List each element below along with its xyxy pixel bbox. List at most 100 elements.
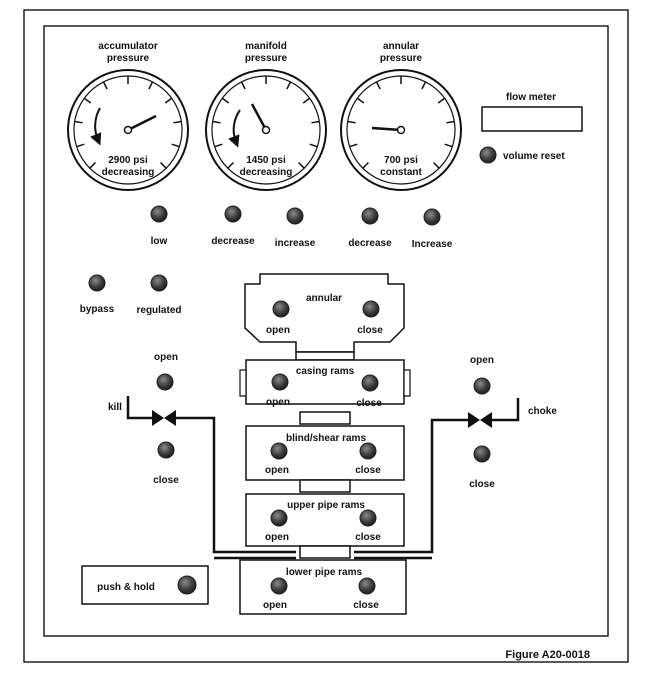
gauge-ticks [212, 76, 320, 169]
manifold-increase-label: increase [275, 238, 316, 249]
low-button[interactable] [150, 205, 168, 223]
stack-name-casing: casing rams [296, 366, 355, 377]
figure-label: Figure A20-0018 [505, 649, 590, 661]
kill-line-pipe [176, 416, 296, 554]
gauge-trend: constant [380, 167, 422, 178]
lower-pipe-rams-body [239, 559, 407, 615]
gauge-trend: decreasing [102, 167, 155, 178]
casing-rams-close-button[interactable] [361, 374, 379, 392]
stack-name-annular: annular [306, 293, 342, 304]
kill-close-button[interactable] [157, 441, 175, 459]
gauge-pivot [396, 125, 406, 135]
upper-pipe-open-button[interactable] [270, 509, 288, 527]
casing-rams-close-label: close [356, 398, 382, 409]
volume-reset-label: volume reset [503, 151, 565, 162]
gauge-needle [127, 114, 157, 132]
choke-close-label: close [469, 479, 495, 490]
upper-pipe-open-label: open [265, 532, 289, 543]
blind-shear-open-label: open [265, 465, 289, 476]
gauge-pivot [261, 125, 271, 135]
gauge-tick [240, 81, 246, 90]
gauge-tick [212, 120, 221, 124]
choke-line: choke open close [354, 355, 557, 560]
kill-open-label: open [154, 352, 178, 363]
regulated-button[interactable] [150, 274, 168, 292]
trend-arrow-icon [228, 109, 241, 148]
manifold-decrease-button[interactable] [224, 205, 242, 223]
casing-rams-open-label: open [266, 397, 290, 408]
gauge-tick [444, 143, 453, 148]
choke-open-button[interactable] [473, 377, 491, 395]
annular-close-button[interactable] [362, 300, 380, 318]
blind-shear-close-button[interactable] [359, 442, 377, 460]
gauge-tick [227, 161, 235, 169]
lower-pipe-close-button[interactable] [358, 577, 376, 595]
casing-rams-open-button[interactable] [271, 373, 289, 391]
gauge-manifold: manifold pressure 1450 psi decreasing [205, 41, 327, 191]
upper-pipe-close-button[interactable] [359, 509, 377, 527]
blind-shear-open-button[interactable] [270, 442, 288, 460]
gauge-annular: annular pressure 700 psi constant [340, 41, 462, 191]
gauge-tick [164, 97, 173, 104]
gauge-needle [250, 103, 268, 131]
gauge-tick [173, 120, 182, 124]
stack-name-upper-pipe: upper pipe rams [287, 500, 365, 511]
ram-block-lower-pipe: lower pipe rams open close [239, 559, 407, 615]
kill-label: kill [108, 402, 122, 413]
choke-label: choke [528, 406, 557, 417]
gauge-title-line1: annular [383, 41, 419, 52]
gauge-tick [74, 120, 83, 124]
gauge-ticks [74, 76, 182, 169]
choke-line-pipe [492, 398, 520, 422]
volume-reset-button[interactable] [479, 146, 497, 164]
annular-preventer-body [244, 273, 405, 353]
choke-close-button[interactable] [473, 445, 491, 463]
annular-open-label: open [266, 325, 290, 336]
annular-increase-button[interactable] [423, 208, 441, 226]
gauge-ticks [347, 76, 455, 169]
stack-name-lower-pipe: lower pipe rams [286, 567, 363, 578]
gauge-tick [421, 81, 427, 90]
bypass-label: bypass [80, 304, 115, 315]
gauge-needle [371, 126, 402, 132]
bypass-button[interactable] [88, 274, 106, 292]
kill-line-pipe [126, 396, 152, 420]
manifold-increase-button[interactable] [286, 207, 304, 225]
annular-increase-label: Increase [412, 239, 453, 250]
flow-meter-display [481, 106, 583, 132]
flow-meter-label: flow meter [506, 92, 556, 103]
gauge-tick [347, 120, 356, 124]
annular-close-label: close [357, 325, 383, 336]
gauge-tick [83, 97, 92, 104]
choke-open-label: open [470, 355, 494, 366]
spool-connector [299, 545, 351, 559]
kill-open-button[interactable] [156, 373, 174, 391]
spool-connector [299, 479, 351, 493]
choke-valve-icon [468, 412, 480, 428]
ram-block-blind-shear: blind/shear rams open close [245, 425, 405, 481]
ram-block-upper-pipe: upper pipe rams open close [245, 493, 405, 547]
lower-pipe-open-label: open [263, 600, 287, 611]
gauge-tick [309, 143, 318, 148]
gauge-tick [214, 143, 223, 148]
lower-pipe-close-label: close [353, 600, 379, 611]
gauge-tick [311, 120, 320, 124]
stack-name-blind-shear: blind/shear rams [286, 433, 366, 444]
gauge-tick [286, 81, 292, 90]
lower-pipe-open-button[interactable] [270, 577, 288, 595]
annular-open-button[interactable] [272, 300, 290, 318]
gauge-tick [349, 143, 358, 148]
blind-shear-close-label: close [355, 465, 381, 476]
gauge-reading: 2900 psi [108, 155, 148, 166]
annular-decrease-button[interactable] [361, 207, 379, 225]
gauge-tick [297, 161, 305, 169]
gauge-tick [362, 161, 370, 169]
spool-connector [299, 411, 351, 425]
outer-frame [23, 9, 629, 663]
push-hold-button[interactable] [177, 575, 197, 595]
upper-pipe-rams-body [245, 493, 405, 547]
manifold-decrease-label: decrease [211, 236, 255, 247]
casing-rams-bonnets [239, 369, 411, 397]
gauge-title-line2: pressure [245, 53, 288, 64]
gauge-tick [302, 97, 311, 104]
